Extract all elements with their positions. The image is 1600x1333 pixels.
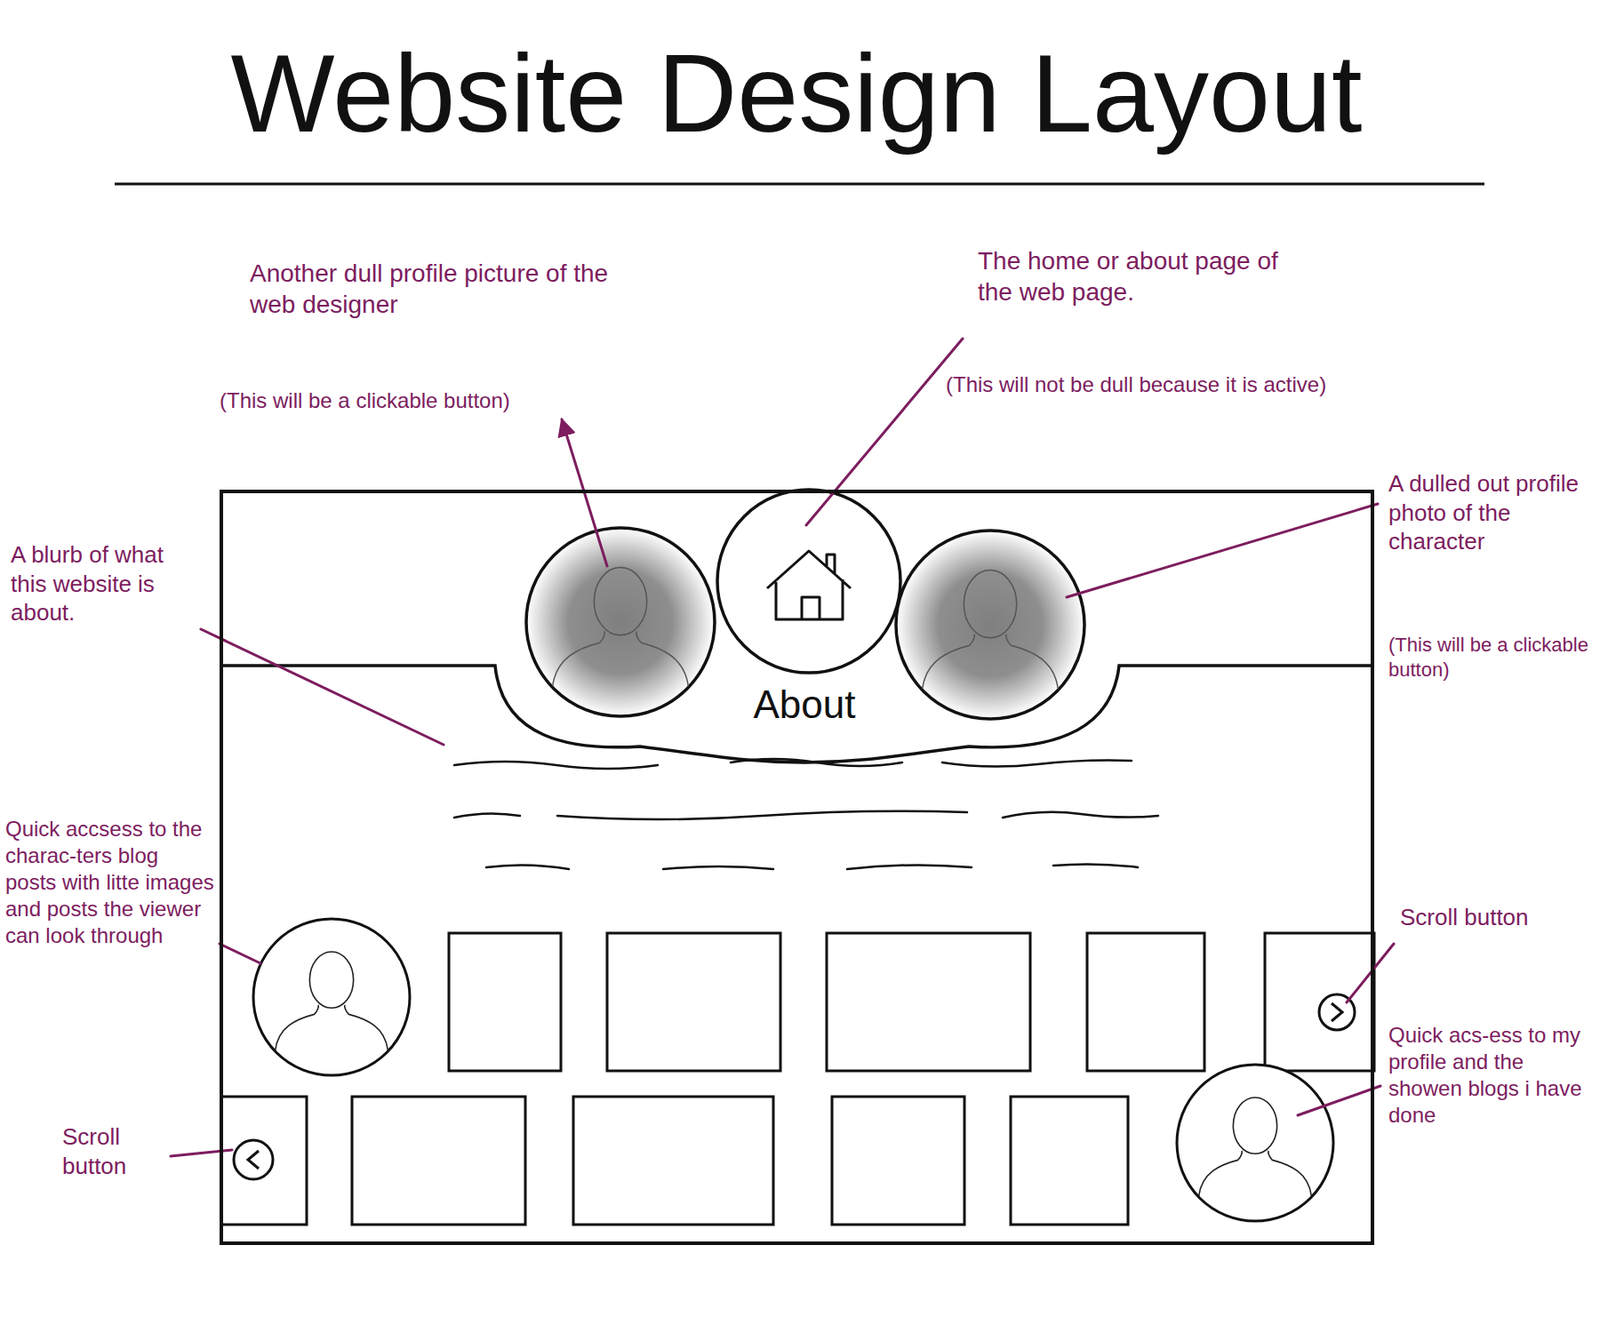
title-underline (114, 183, 1485, 186)
profile-circle-dull (896, 530, 1085, 720)
annotation: The home or about page of the web page. (977, 245, 1316, 308)
text-squiggle (730, 759, 903, 767)
text-squiggle (1053, 864, 1138, 868)
annotation: A dulled out profile photo of the charac… (1388, 469, 1592, 557)
house-icon (767, 551, 851, 620)
annotation: Quick accsess to the charac-ters blog po… (5, 816, 215, 950)
annotation: Another dull profile picture of the web … (249, 257, 624, 320)
blog-thumbnail (1087, 933, 1205, 1072)
scroll-button (233, 1140, 273, 1180)
text-squiggle (454, 813, 520, 818)
text-squiggle (454, 761, 658, 769)
blog-thumbnail (221, 1096, 307, 1225)
blog-thumbnail (573, 1096, 774, 1225)
text-squiggle (1002, 812, 1159, 818)
leader-lines (170, 338, 1394, 1157)
character-profile-circle (253, 919, 410, 1076)
annotation: Scroll button (62, 1122, 169, 1181)
profile-circle (1176, 1064, 1334, 1222)
text-squiggle (557, 811, 968, 820)
text-squiggle (847, 864, 972, 870)
text-squiggle (663, 866, 774, 870)
leader-line (1066, 504, 1378, 598)
blog-thumbnail (826, 933, 1031, 1072)
annotation-note: (This will be a clickable button) (1388, 632, 1589, 682)
blog-thumbnail (832, 1096, 965, 1225)
annotation-note: (This will be a clickable button) (219, 387, 531, 415)
page-title: Website Design Layout (0, 35, 1593, 152)
person-icon (275, 952, 389, 1051)
blog-thumbnail (1010, 1096, 1128, 1225)
person-icon (552, 568, 689, 688)
chevron-right (1331, 1003, 1343, 1022)
profile-circle-dull (896, 530, 1085, 720)
person-icon (922, 570, 1059, 690)
blog-thumbnail (607, 933, 781, 1072)
blog-thumbnail (448, 933, 561, 1072)
text-squiggle (942, 760, 1132, 768)
placeholder-text (454, 759, 1159, 870)
profile-circle-dull (526, 528, 715, 717)
annotation: Quick acs-ess to my profile and the show… (1388, 1022, 1593, 1129)
annotation-note: (This will not be dull because it is act… (945, 371, 1337, 399)
home-button (717, 489, 901, 673)
leader-line (1297, 1086, 1381, 1116)
designer-profile-circle (1176, 1064, 1334, 1222)
home-circle (717, 489, 901, 673)
section-heading: About (753, 682, 856, 728)
annotation: A blurb of what this website is about. (10, 540, 193, 628)
browser-frame: About (219, 489, 1375, 1246)
text-squiggle (486, 864, 569, 870)
blog-thumbnail (352, 1096, 526, 1225)
blog-thumbnail (1264, 933, 1375, 1072)
header-curve (223, 665, 1371, 763)
scroll-buttons (233, 994, 1355, 1180)
profile-circle-dull (526, 528, 715, 717)
leader-line (219, 944, 261, 964)
leader-line (200, 629, 444, 745)
person-icon (1199, 1097, 1312, 1197)
profile-circle (253, 919, 410, 1076)
leader-line (1346, 944, 1394, 1003)
chevron-left (248, 1151, 259, 1169)
leader-line (806, 338, 963, 526)
annotation: Scroll button (1400, 903, 1543, 933)
